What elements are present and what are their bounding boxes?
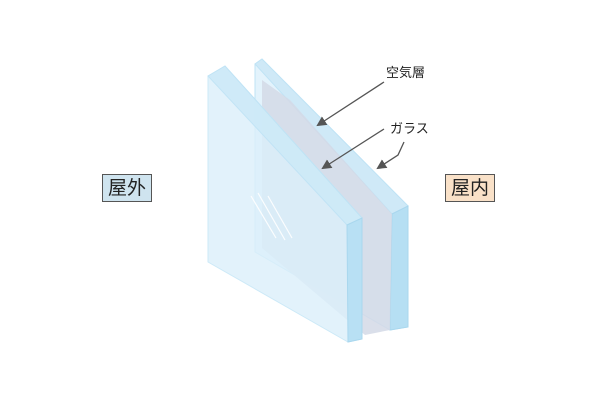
air-layer-label: 空気層 — [386, 66, 426, 81]
outdoor-glass-pane — [207, 65, 363, 343]
glass-arrow-back — [376, 141, 405, 170]
glass-arrow-front — [321, 128, 385, 170]
callout-arrows — [316, 81, 405, 170]
air-layer-arrow — [316, 81, 385, 127]
outdoor-glass-side-edge — [346, 217, 363, 343]
indoor-glass-side-edge — [389, 205, 409, 331]
indoor-label: 屋内 — [445, 174, 496, 202]
glass-reflection-lines — [250, 192, 293, 241]
glass-label: ガラス — [390, 122, 429, 137]
outdoor-label: 屋外 — [102, 174, 153, 202]
